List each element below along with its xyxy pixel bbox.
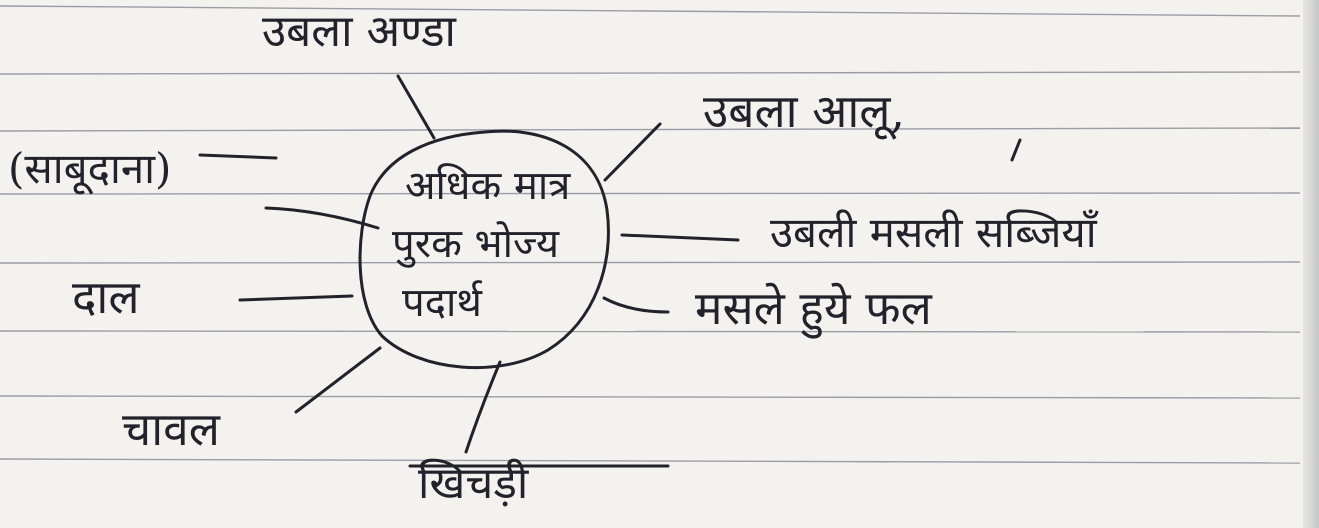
branch-label-boiled-mashed-vegetables: उबली मसली सब्जियाँ — [770, 208, 1097, 257]
centre-circle — [358, 129, 610, 370]
connector-line — [620, 233, 740, 242]
centre-text-line-3: पदार्थ — [402, 280, 482, 326]
rule-line — [0, 261, 1301, 264]
branch-label-khichdi: खिचड़ी — [418, 458, 529, 509]
branch-label-boiled-potato: उबला आलू, — [703, 84, 906, 138]
rule-line — [0, 458, 1301, 464]
underline — [198, 153, 278, 160]
connector-line — [602, 296, 670, 314]
comma-stroke — [1010, 138, 1022, 162]
branch-label-mashed-fruit: मसले हुये फल — [695, 281, 932, 335]
rule-line — [0, 127, 1301, 132]
branch-label-dal: दाल — [72, 270, 140, 324]
connector-line — [396, 74, 436, 140]
rule-line — [0, 395, 1301, 399]
connector-line — [294, 346, 382, 414]
branch-label-rice: चावल — [122, 402, 220, 456]
connector-line — [603, 122, 662, 182]
branch-label-sabudana: (साबूदाना) — [8, 144, 172, 193]
rule-line — [0, 5, 1301, 17]
connector-line — [464, 360, 502, 454]
centre-text-line-2: पुरक भोज्य — [392, 221, 560, 267]
connector-line — [238, 294, 354, 302]
rule-line — [0, 71, 1301, 75]
connector-line — [264, 206, 380, 230]
branch-label-boiled-egg: उबला अण्डा — [262, 6, 456, 57]
rule-line — [0, 330, 1301, 333]
page-edge-shadow — [1303, 0, 1319, 528]
rule-line — [0, 192, 1301, 195]
centre-text-line-1: अधिक मात्र — [405, 163, 571, 209]
